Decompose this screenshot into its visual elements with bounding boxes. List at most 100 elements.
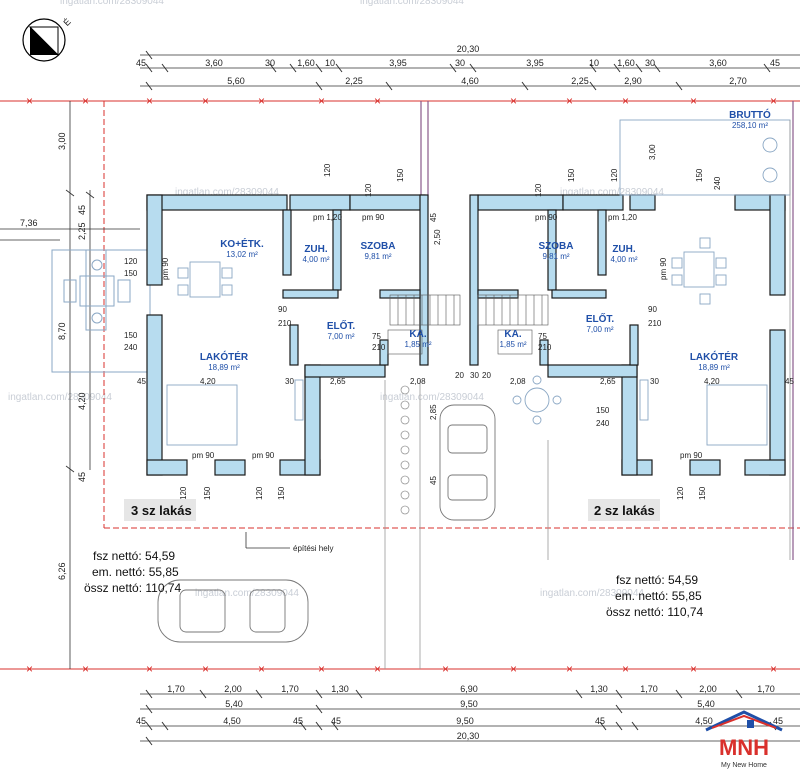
svg-text:pm 90: pm 90 [535,213,558,222]
svg-text:×: × [622,94,629,108]
svg-text:45: 45 [331,716,341,726]
svg-text:5,40: 5,40 [225,699,243,709]
svg-text:3,95: 3,95 [526,58,544,68]
room-lakoter-left-area: 18,89 m² [208,363,240,372]
svg-text:2,65: 2,65 [330,377,346,386]
top-dimensions [140,50,800,91]
svg-text:4,50: 4,50 [223,716,241,726]
svg-text:pm 90: pm 90 [192,451,215,460]
svg-text:150: 150 [695,168,704,182]
svg-text:120: 120 [323,163,332,177]
room-zuh-right-area: 4,00 m² [610,255,637,264]
svg-text:×: × [770,662,777,676]
svg-text:ingatlan.com/28309044: ingatlan.com/28309044 [380,392,484,403]
svg-text:10: 10 [589,58,599,68]
svg-text:4,60: 4,60 [461,76,479,86]
stat-left-em: em. nettó: 55,85 [92,565,179,579]
svg-text:ingatlan.com/28309044: ingatlan.com/28309044 [175,187,279,198]
svg-text:pm 90: pm 90 [252,451,275,460]
svg-text:×: × [770,94,777,108]
svg-text:240: 240 [124,343,138,352]
svg-text:45: 45 [293,716,303,726]
svg-text:150: 150 [277,486,286,500]
parked-cars [157,404,496,643]
svg-text:9,50: 9,50 [456,716,474,726]
svg-text:45: 45 [429,213,438,222]
svg-text:30: 30 [285,377,294,386]
svg-text:2,08: 2,08 [410,377,426,386]
svg-text:120: 120 [124,257,138,266]
room-ko-etk-name: KO+ÉTK. [220,237,264,250]
room-szoba-left-area: 9,81 m² [364,252,391,261]
svg-text:×: × [202,94,209,108]
watermarks: ingatlan.com/28309044 ingatlan.com/28309… [8,0,664,599]
svg-text:30: 30 [470,371,479,380]
svg-text:240: 240 [596,419,610,428]
svg-text:×: × [374,662,381,676]
room-lakoter-right-area: 18,89 m² [698,363,730,372]
svg-text:pm 90: pm 90 [161,257,170,280]
svg-text:4,20: 4,20 [704,377,720,386]
brutto-area: 258,10 m² [732,121,768,130]
svg-text:75: 75 [372,332,381,341]
svg-text:×: × [690,662,697,676]
svg-text:pm 90: pm 90 [362,213,385,222]
svg-text:1,70: 1,70 [640,684,658,694]
svg-text:4,20: 4,20 [77,392,87,410]
svg-text:×: × [258,662,265,676]
svg-text:2,85: 2,85 [429,404,438,420]
svg-text:150: 150 [396,168,405,182]
stat-left-ossz: össz nettó: 110,74 [84,581,182,595]
svg-text:45: 45 [77,472,87,482]
svg-text:×: × [566,662,573,676]
svg-text:120: 120 [255,486,264,500]
svg-text:240: 240 [713,176,722,190]
svg-text:pm 1,20: pm 1,20 [313,213,342,222]
svg-text:×: × [82,662,89,676]
svg-text:ingatlan.com/28309044: ingatlan.com/28309044 [195,588,299,599]
svg-text:3,00: 3,00 [57,132,67,150]
room-zuh-right-name: ZUH. [612,244,636,255]
svg-text:1,70: 1,70 [757,684,775,694]
stat-right-ossz: össz nettó: 110,74 [606,605,704,619]
svg-text:9,50: 9,50 [460,699,478,709]
room-zuh-left-area: 4,00 m² [302,255,329,264]
building-walls [146,194,786,476]
room-ka-left-area: 1,85 m² [404,340,431,349]
lot-divider [420,101,794,560]
svg-text:ingatlan.com/28309044: ingatlan.com/28309044 [60,0,164,7]
svg-text:30: 30 [645,58,655,68]
svg-text:8,70: 8,70 [57,322,67,340]
building-zone-callout: építési hely [245,532,333,553]
svg-text:75: 75 [538,332,547,341]
svg-text:ingatlan.com/28309044: ingatlan.com/28309044 [8,392,112,403]
logo-letters: MNH [719,735,769,760]
svg-text:150: 150 [698,486,707,500]
svg-text:3,60: 3,60 [709,58,727,68]
unit-2-label: 2 sz lakás [594,503,655,518]
svg-text:×: × [442,662,449,676]
svg-text:45: 45 [770,58,780,68]
svg-text:6,90: 6,90 [460,684,478,694]
svg-text:210: 210 [538,343,552,352]
svg-text:45: 45 [429,476,438,485]
svg-text:×: × [510,94,517,108]
svg-text:×: × [690,94,697,108]
svg-text:2,25: 2,25 [77,222,87,240]
svg-text:×: × [318,662,325,676]
svg-text:30: 30 [265,58,275,68]
svg-text:45: 45 [137,377,146,386]
svg-text:1,60: 1,60 [617,58,635,68]
svg-text:6,26: 6,26 [57,562,67,580]
svg-text:2,08: 2,08 [510,377,526,386]
svg-text:45: 45 [136,58,146,68]
svg-text:pm 90: pm 90 [659,257,668,280]
svg-text:20: 20 [482,371,491,380]
room-szoba-right-area: 9,81 m² [542,252,569,261]
svg-text:210: 210 [372,343,386,352]
svg-text:×: × [258,94,265,108]
svg-text:120: 120 [610,168,619,182]
svg-text:pm 90: pm 90 [680,451,703,460]
unit-labels: 3 sz lakás 2 sz lakás [124,499,660,521]
